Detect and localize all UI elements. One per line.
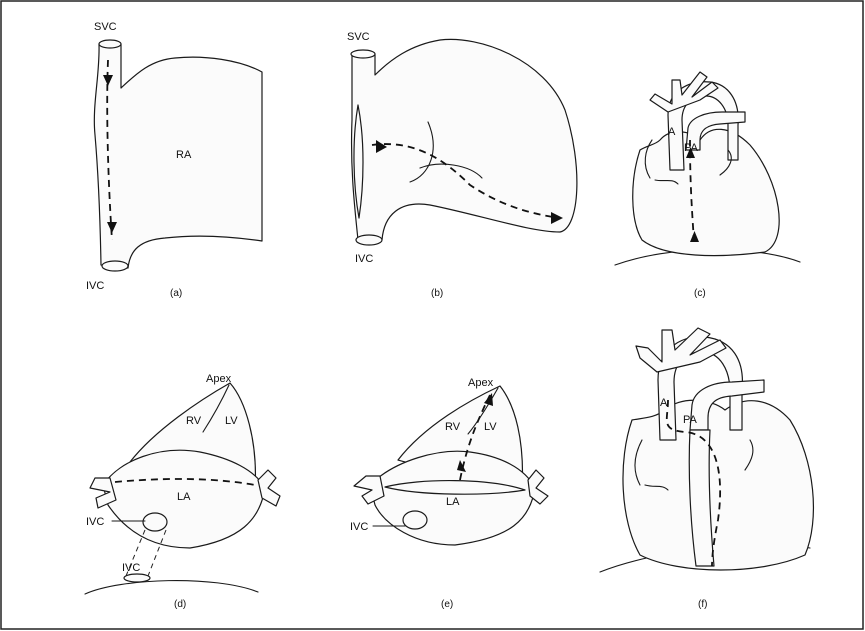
ivc-opening <box>102 261 128 271</box>
heart-body-f <box>623 400 813 570</box>
panel-b: SVC IVC (b) <box>347 31 577 299</box>
label-a-ra: RA <box>176 149 192 161</box>
label-d-la: LA <box>177 491 191 503</box>
label-d-rv: RV <box>186 415 202 427</box>
caption-a: (a) <box>170 288 182 299</box>
ground-line-d <box>85 581 258 594</box>
label-d-apex: Apex <box>206 373 232 385</box>
aortic-branches-c <box>650 72 718 112</box>
label-e-lv: LV <box>484 421 497 433</box>
label-e-rv: RV <box>445 421 461 433</box>
svc-opening-b <box>351 50 375 58</box>
ivc-base-d <box>124 574 150 582</box>
caption-e: (e) <box>441 599 453 610</box>
label-e-la: LA <box>446 496 460 508</box>
caption-f: (f) <box>698 599 707 610</box>
panel-a: SVC RA IVC (a) <box>86 21 262 299</box>
panel-c: A PA (c) <box>615 72 800 299</box>
label-b-ivc: IVC <box>355 253 373 265</box>
label-d-ivc-upper: IVC <box>86 516 104 528</box>
label-d-ivc-lower: IVC <box>122 562 140 574</box>
ivc-opening-e <box>403 511 427 529</box>
panel-f: A PA (f) <box>600 328 813 610</box>
label-f-pa: PA <box>683 414 698 426</box>
heart-body-c <box>633 129 779 255</box>
caption-d: (d) <box>174 599 186 610</box>
label-a-svc: SVC <box>94 21 117 33</box>
label-a-ivc: IVC <box>86 280 104 292</box>
ivc-opening-d <box>143 513 167 531</box>
label-b-svc: SVC <box>347 31 370 43</box>
caption-c: (c) <box>694 288 706 299</box>
atrium-shape-b <box>352 39 577 240</box>
label-c-a: A <box>668 126 676 138</box>
label-c-pa: PA <box>684 142 699 154</box>
label-e-ivc: IVC <box>350 521 368 533</box>
aortic-branches-f <box>636 328 726 372</box>
svc-opening <box>99 40 121 48</box>
panel-e: Apex RV LV LA IVC (e) <box>350 377 548 610</box>
label-d-lv: LV <box>225 415 238 427</box>
label-e-apex: Apex <box>468 377 494 389</box>
panel-d: Apex RV LV LA IVC IVC (d) <box>85 373 280 610</box>
ivc-opening-b <box>356 235 382 245</box>
caption-b: (b) <box>431 288 443 299</box>
label-f-a: A <box>660 397 668 409</box>
